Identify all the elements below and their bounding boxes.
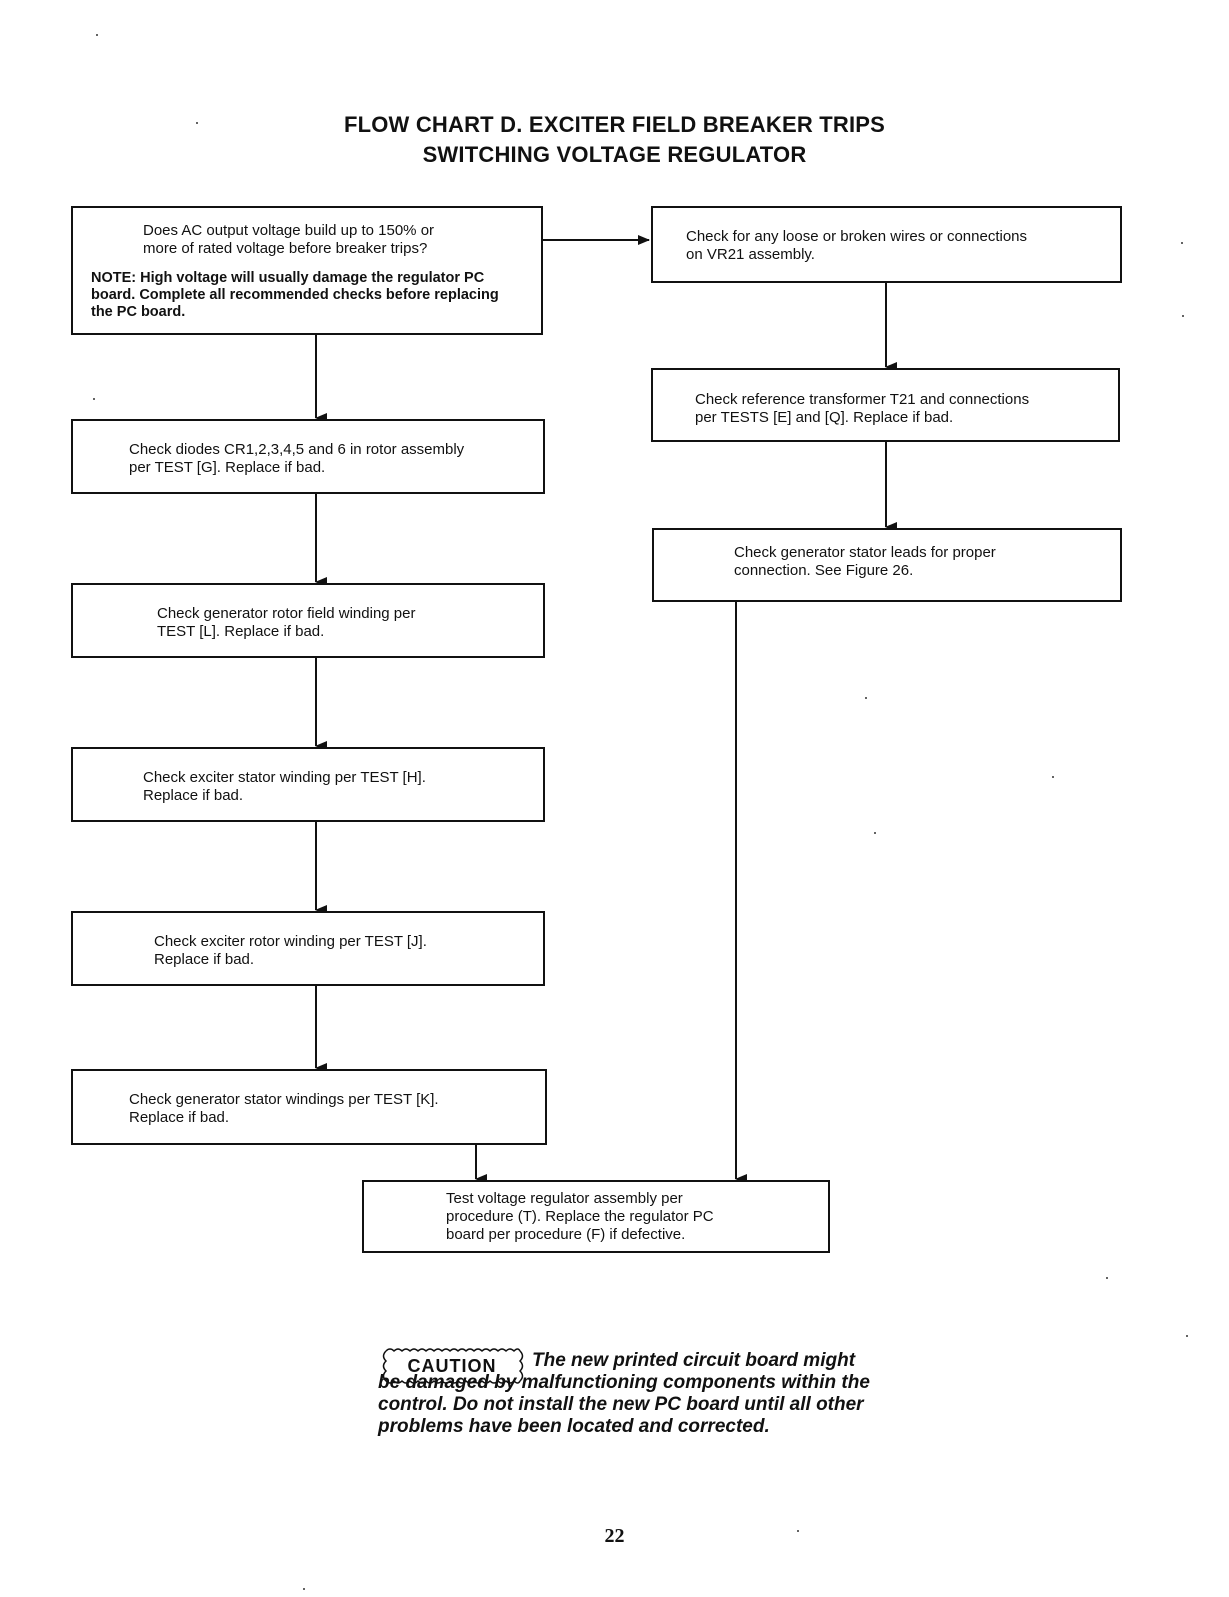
caution-text: The new printed circuit board might be d… bbox=[378, 1350, 870, 1437]
scan-speck bbox=[196, 122, 198, 124]
scan-speck bbox=[1182, 315, 1184, 317]
step-stator-windings-box: Check generator stator windings per TEST… bbox=[71, 1069, 547, 1145]
step-wires-box: Check for any loose or broken wires or c… bbox=[651, 206, 1122, 283]
step-exciter-stator-box: Check exciter stator winding per TEST [H… bbox=[71, 747, 545, 822]
step-stator-leads-text: Check generator stator leads for proper … bbox=[734, 544, 996, 579]
caution-label: CAUTION bbox=[407, 1356, 497, 1376]
step-diodes-text: Check diodes CR1,2,3,4,5 and 6 in rotor … bbox=[129, 441, 465, 476]
step-rotor-field-box: Check generator rotor field winding per … bbox=[71, 583, 545, 658]
step-stator-windings-text: Check generator stator windings per TEST… bbox=[129, 1091, 439, 1126]
scan-speck bbox=[1181, 242, 1183, 244]
step-wires-text: Check for any loose or broken wires or c… bbox=[686, 228, 1028, 263]
step-stator-leads-box: Check generator stator leads for proper … bbox=[652, 528, 1122, 602]
final-step-text: Test voltage regulator assembly per proc… bbox=[446, 1190, 714, 1243]
step-rotor-field-text: Check generator rotor field winding per … bbox=[157, 605, 416, 640]
page-number: 22 bbox=[604, 1525, 625, 1547]
step-transformer-text: Check reference transformer T21 and conn… bbox=[695, 391, 1030, 426]
title-line-2: SWITCHING VOLTAGE REGULATOR bbox=[422, 142, 807, 167]
question-text: Does AC output voltage build up to 150% … bbox=[143, 222, 435, 257]
scan-speck bbox=[93, 398, 95, 400]
scan-speck bbox=[303, 1588, 305, 1590]
step-exciter-stator-text: Check exciter stator winding per TEST [H… bbox=[143, 769, 426, 804]
scan-speck bbox=[874, 832, 876, 834]
final-step-box: Test voltage regulator assembly per proc… bbox=[362, 1180, 830, 1253]
title-line-1: FLOW CHART D. EXCITER FIELD BREAKER TRIP… bbox=[343, 112, 886, 137]
scan-speck bbox=[1052, 776, 1054, 778]
scan-speck bbox=[797, 1530, 799, 1532]
question-box: Does AC output voltage build up to 150% … bbox=[71, 206, 543, 335]
step-exciter-rotor-text: Check exciter rotor winding per TEST [J]… bbox=[154, 933, 427, 968]
scan-speck bbox=[1186, 1335, 1188, 1337]
scan-speck bbox=[1106, 1277, 1108, 1279]
scan-speck bbox=[96, 34, 98, 36]
question-note: NOTE: High voltage will usually damage t… bbox=[91, 270, 499, 320]
caution-notice: CAUTION The new printed circuit board mi… bbox=[378, 1347, 878, 1438]
step-transformer-box: Check reference transformer T21 and conn… bbox=[651, 368, 1120, 442]
scan-speck bbox=[865, 697, 867, 699]
caution-badge-icon bbox=[382, 1348, 524, 1384]
step-exciter-rotor-box: Check exciter rotor winding per TEST [J]… bbox=[71, 911, 545, 986]
step-diodes-box: Check diodes CR1,2,3,4,5 and 6 in rotor … bbox=[71, 419, 545, 494]
